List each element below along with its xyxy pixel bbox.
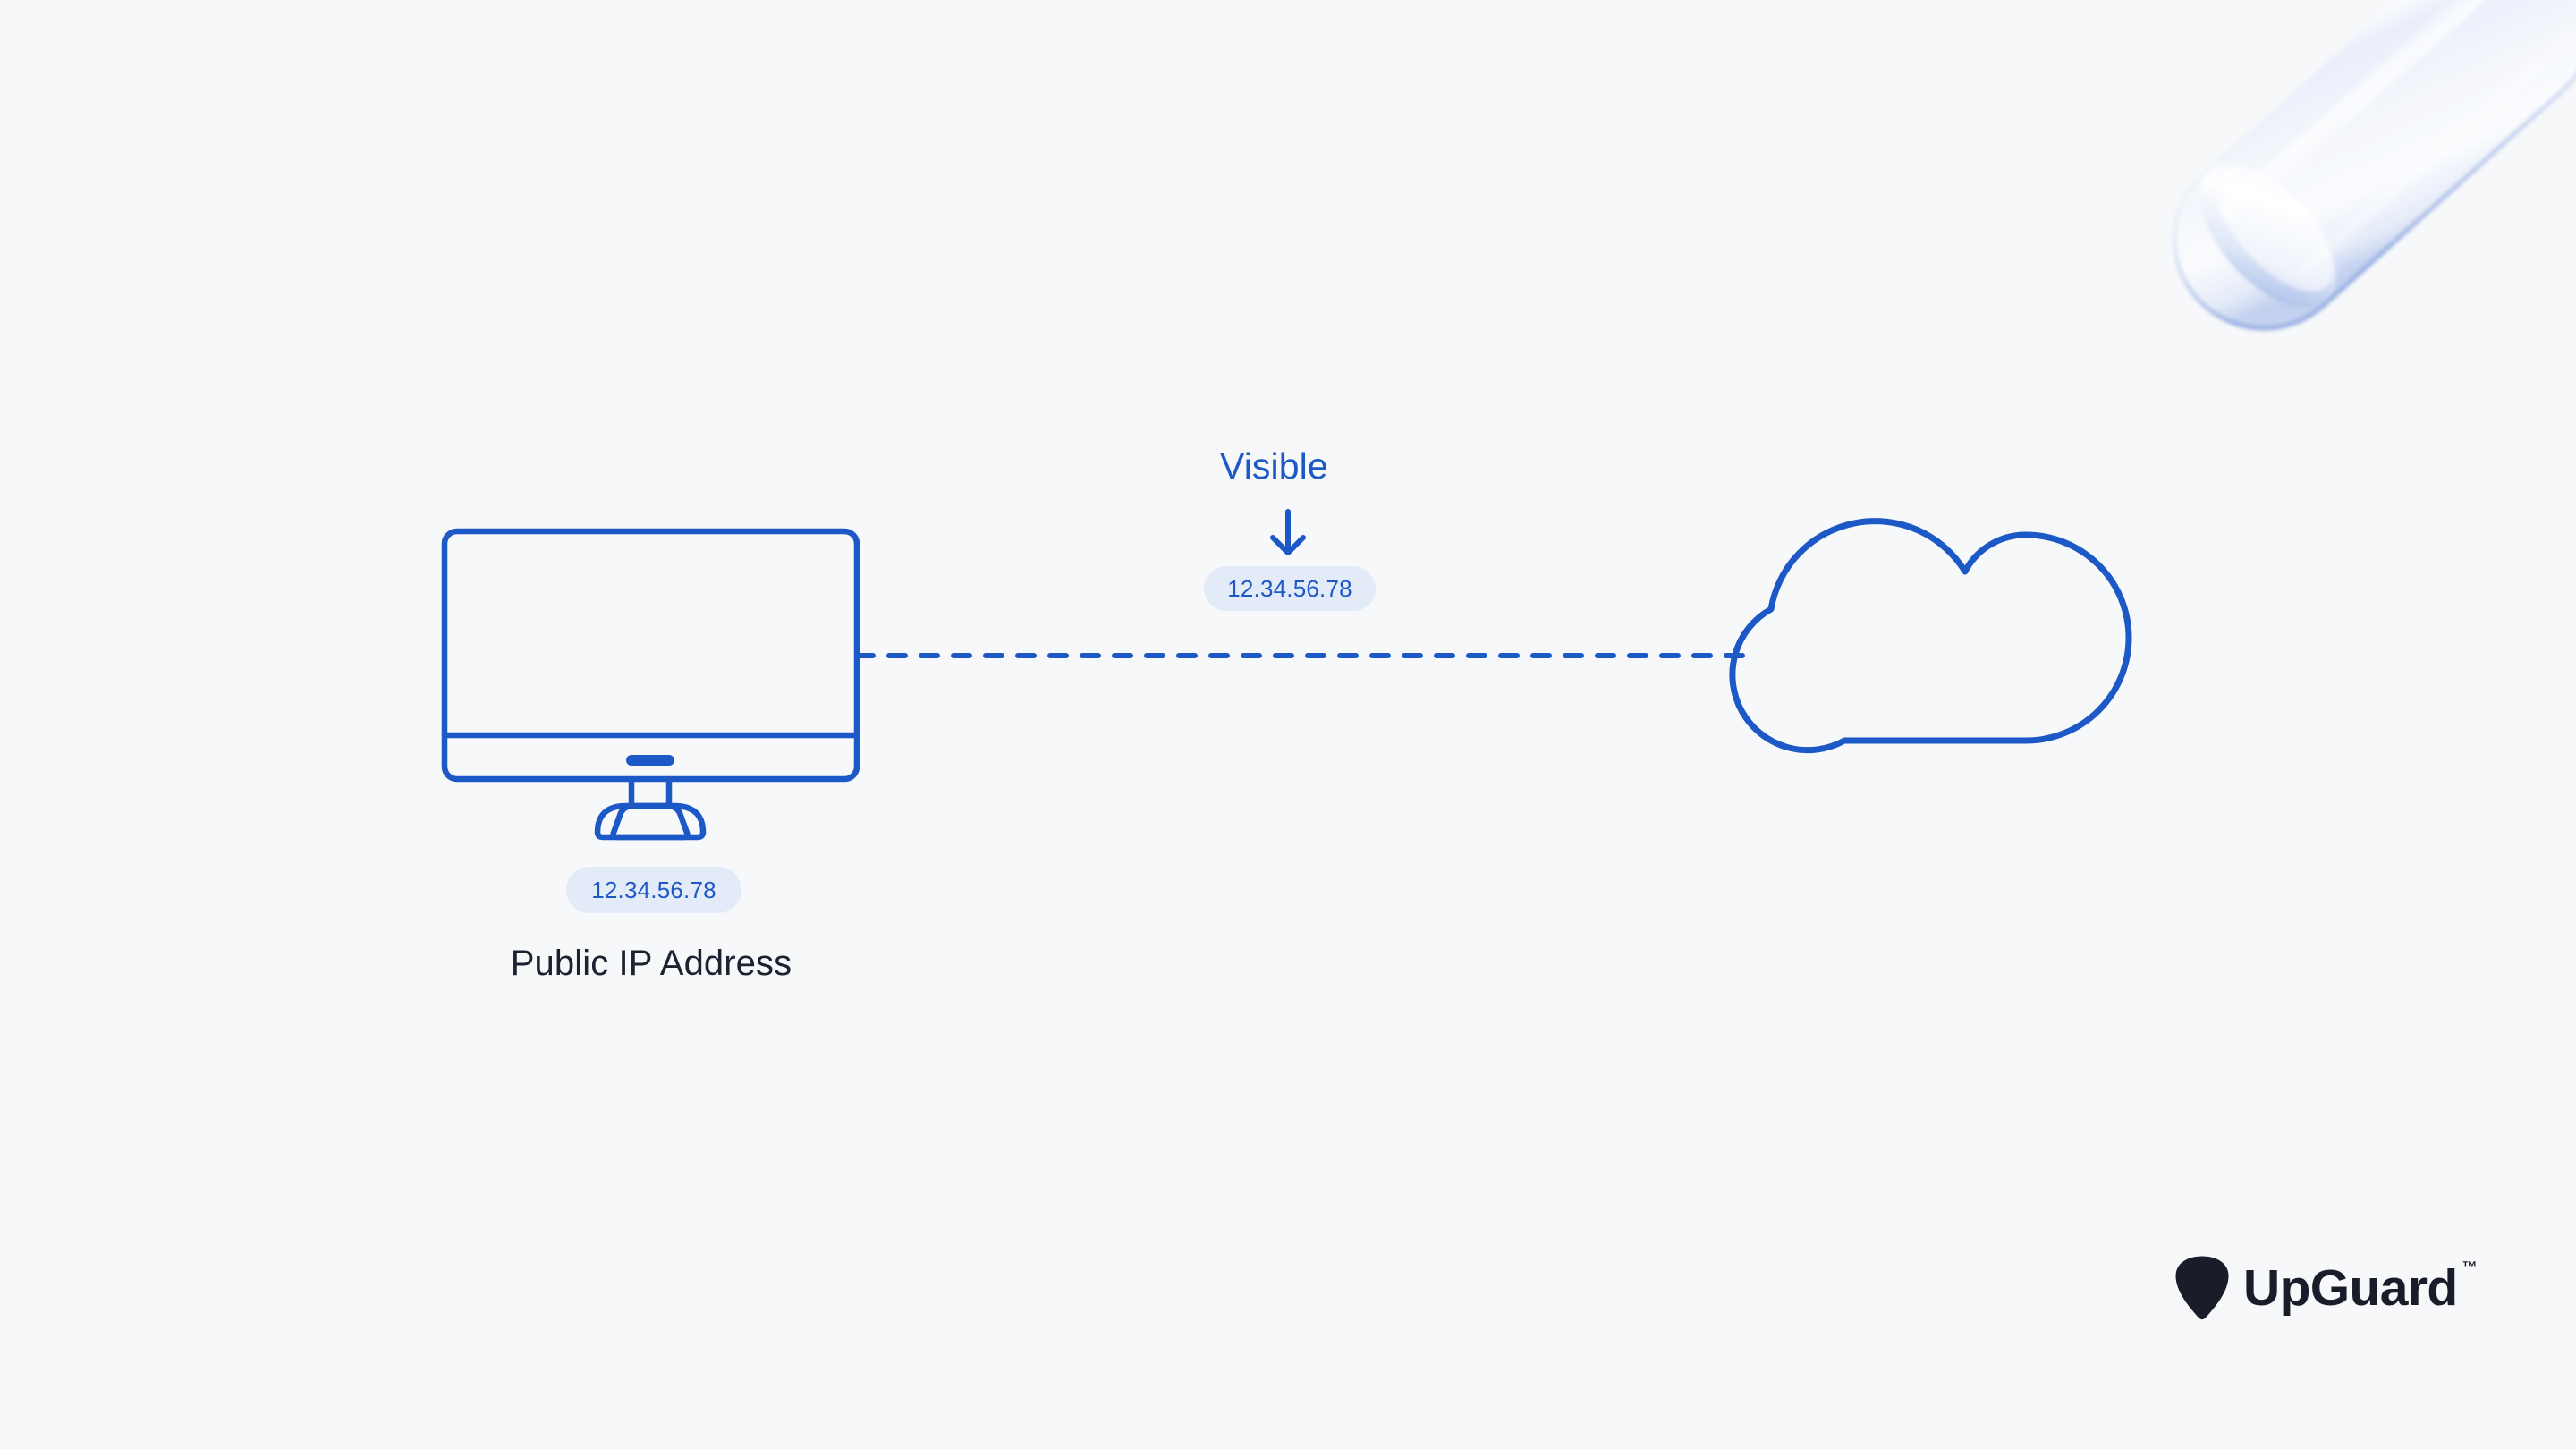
flow-status-label: Visible [1220,445,1328,487]
down-arrow-icon [1270,509,1306,555]
logo-trademark: ™ [2462,1258,2478,1275]
cloud-icon [1729,518,2132,754]
transit-ip-badge: 12.34.56.78 [1204,566,1376,611]
logo-name: UpGuard [2243,1258,2458,1317]
device-ip-badge: 12.34.56.78 [566,867,741,913]
logo-wordmark: UpGuard ™ [2243,1259,2478,1314]
upguard-pick-logo-icon [2175,1256,2229,1320]
device-caption: Public IP Address [510,944,792,983]
upguard-logo: UpGuard ™ [2175,1256,2478,1320]
desktop-monitor-icon [441,528,860,841]
